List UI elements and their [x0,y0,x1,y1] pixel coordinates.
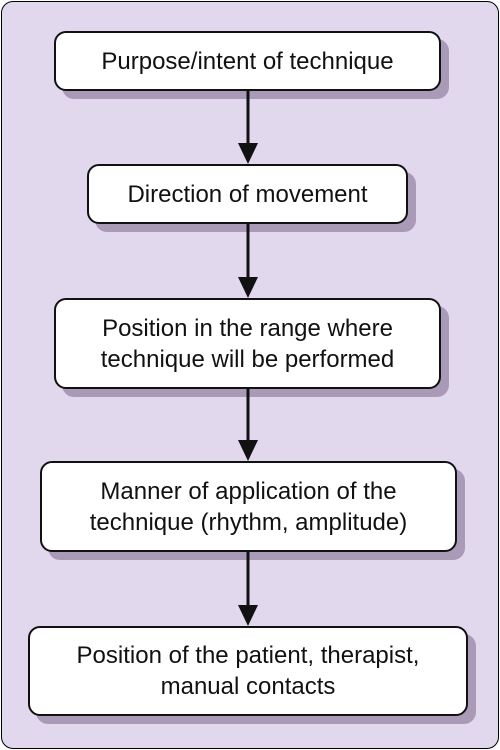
arrow-manner-to-position-patient [238,552,258,626]
node-position-patient-label: Position of the patient, therapist,manua… [76,642,420,700]
node-direction: Direction of movement [87,164,408,224]
arrow-purpose-to-direction [238,91,258,164]
node-direction-label: Direction of movement [127,180,368,208]
arrow-position-range-to-manner [238,389,258,461]
arrow-direction-to-position-range [238,224,258,298]
node-purpose-label: Purpose/intent of technique [101,47,394,75]
node-position-patient: Position of the patient, therapist,manua… [28,626,468,716]
node-purpose: Purpose/intent of technique [54,31,441,91]
